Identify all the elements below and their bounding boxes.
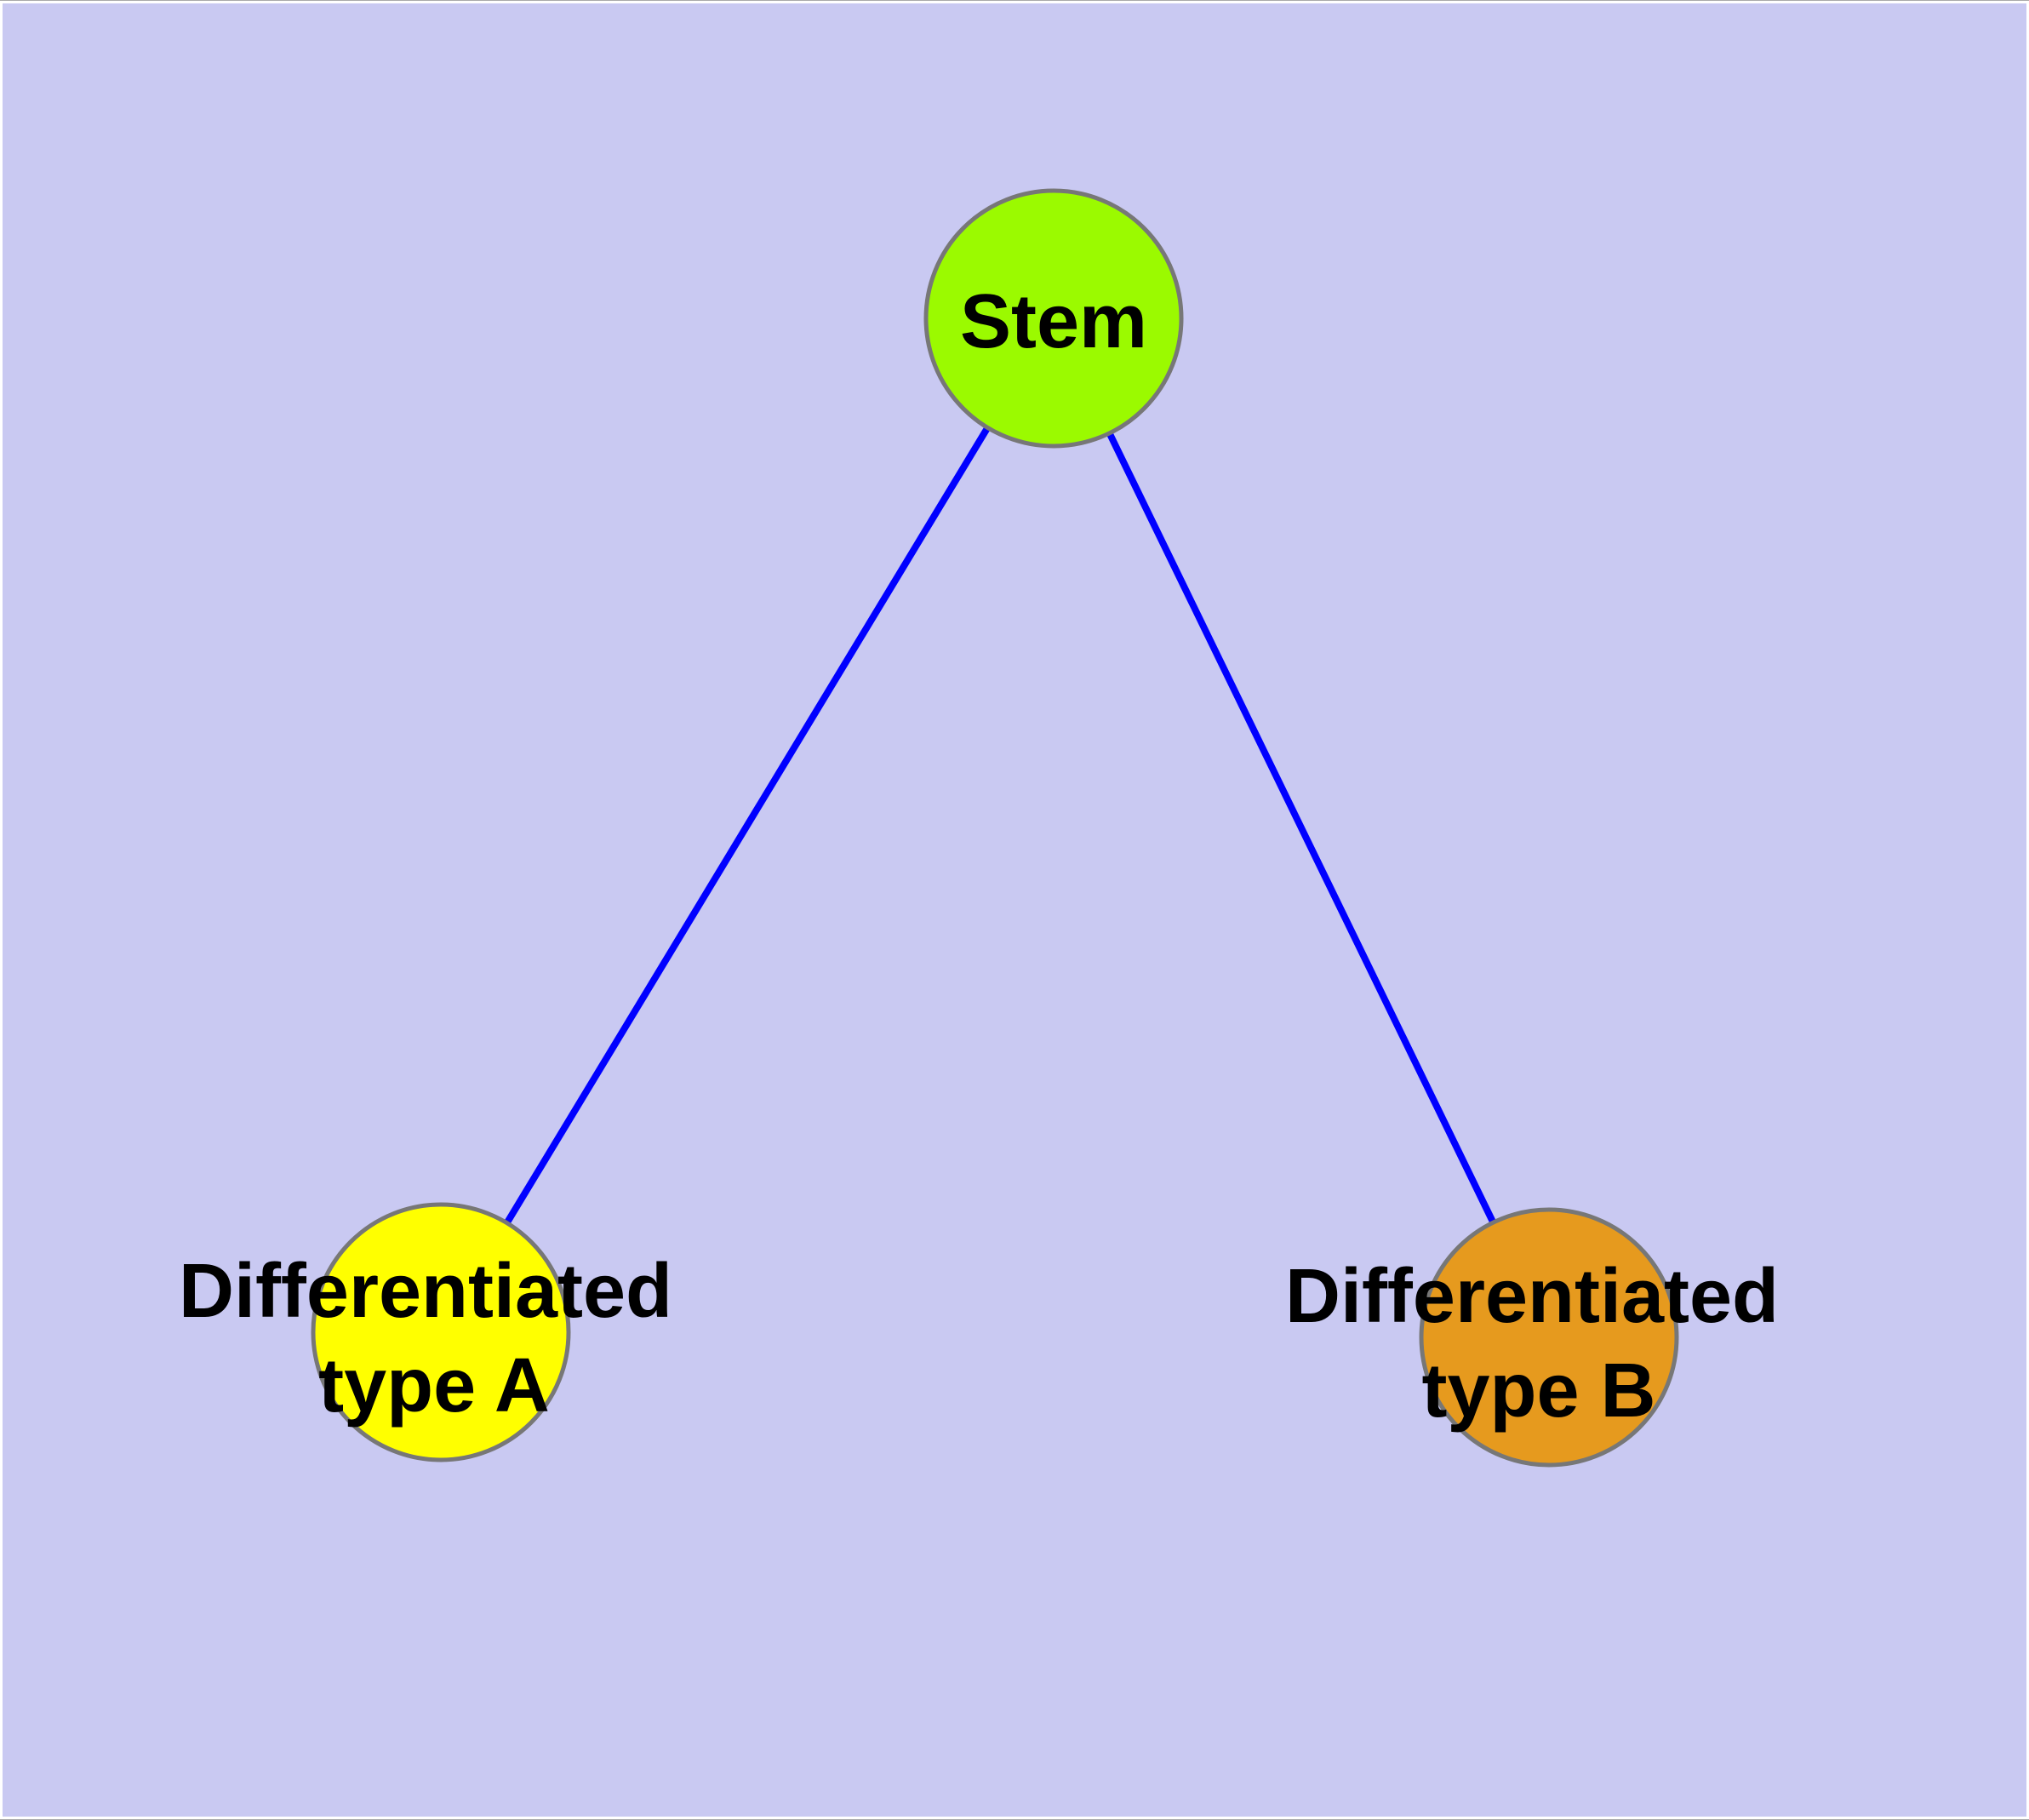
node-type-a-label-line2: type A	[318, 1343, 550, 1428]
node-type-b	[1419, 1207, 1679, 1468]
node-stem-label: Stem	[960, 279, 1147, 364]
edge-stem-to-type-b	[1050, 317, 1552, 1339]
node-type-a-label-line1: Differentiated	[179, 1249, 672, 1334]
node-type-b-label-line1: Differentiated	[1285, 1254, 1779, 1339]
node-stem	[923, 188, 1184, 449]
node-type-b-label-line2: type B	[1421, 1348, 1655, 1434]
node-type-a	[311, 1202, 571, 1462]
edge-stem-to-type-a	[437, 316, 1057, 1335]
